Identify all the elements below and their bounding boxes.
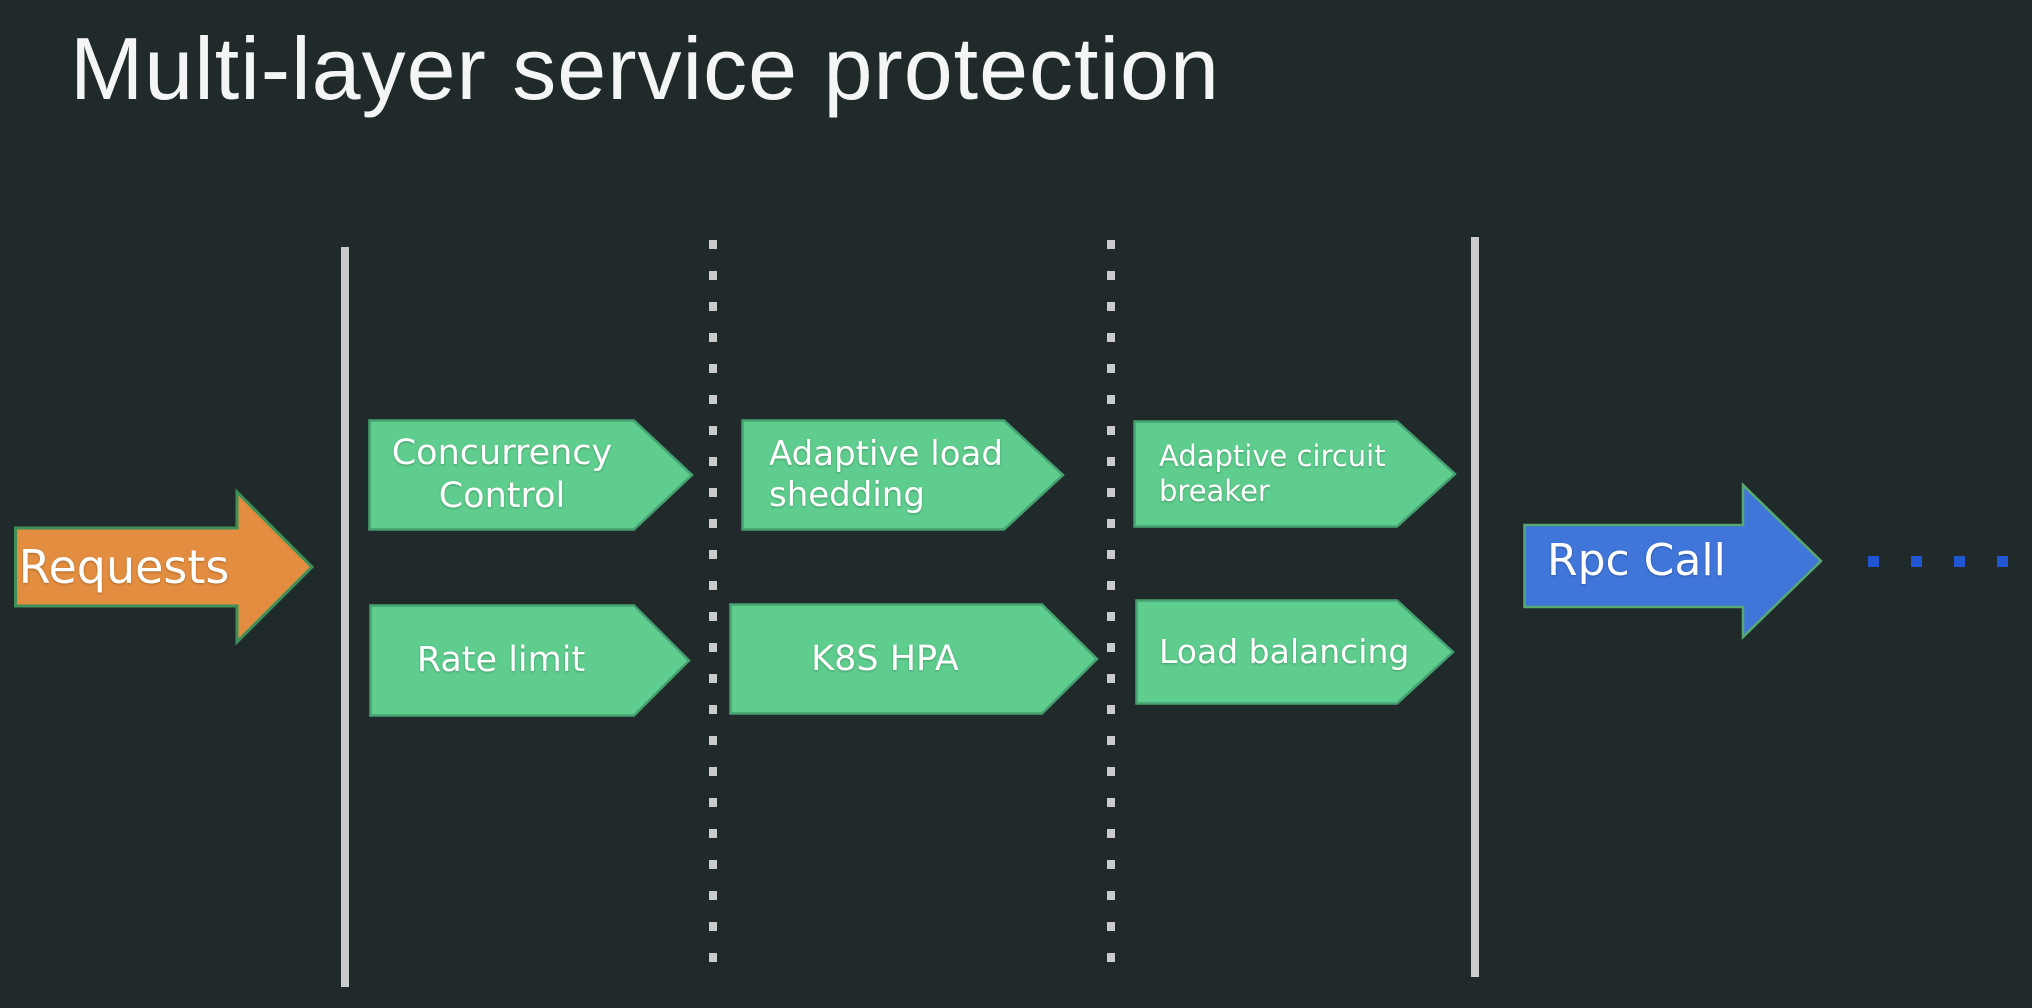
stage-box-label: Rate limit	[416, 640, 586, 681]
stage-box-label: K8S HPA	[811, 638, 959, 679]
right-arrow-icon	[1523, 482, 1823, 640]
ellipsis-dots	[1868, 556, 2008, 567]
requests-arrow: Requests	[14, 488, 315, 646]
boundary-line-left	[341, 247, 349, 987]
stage-box-label: Adaptive load shedding	[769, 433, 1003, 515]
stage-box-k8s-hpa: K8S HPA	[729, 603, 1099, 715]
stage-box-adaptive-circuit-breaker: Adaptive circuit breaker	[1133, 420, 1457, 528]
right-arrow-icon	[14, 488, 315, 646]
ellipsis-dot	[1911, 556, 1922, 567]
ellipsis-dot	[1997, 556, 2008, 567]
dotted-separator-1	[709, 240, 717, 966]
stage-box-load-balancing: Load balancing	[1135, 599, 1455, 705]
requests-arrow-label: Requests	[18, 539, 230, 594]
stage-box-concurrency-control: Concurrency Control	[368, 419, 694, 531]
tab-arrow-icon	[741, 419, 1065, 531]
tab-arrow-icon	[729, 603, 1099, 715]
tab-arrow-icon	[1135, 599, 1455, 705]
stage-box-label: Concurrency Control	[391, 433, 613, 516]
tab-arrow-icon	[368, 419, 694, 531]
rpc-call-arrow: Rpc Call	[1523, 482, 1823, 640]
boundary-line-right	[1471, 237, 1479, 977]
tab-arrow-icon	[1133, 420, 1457, 528]
stage-box-label: Adaptive circuit breaker	[1159, 438, 1386, 508]
stage-box-rate-limit: Rate limit	[369, 604, 691, 717]
ellipsis-dot	[1954, 556, 1965, 567]
rpc-call-arrow-label: Rpc Call	[1547, 535, 1726, 587]
stage-box-adaptive-load-shedding: Adaptive load shedding	[741, 419, 1065, 531]
ellipsis-dot	[1868, 556, 1879, 567]
tab-arrow-icon	[369, 604, 691, 717]
page-title: Multi-layer service protection	[70, 19, 1220, 118]
dotted-separator-2	[1107, 240, 1115, 966]
stage-box-label: Load balancing	[1159, 631, 1410, 671]
